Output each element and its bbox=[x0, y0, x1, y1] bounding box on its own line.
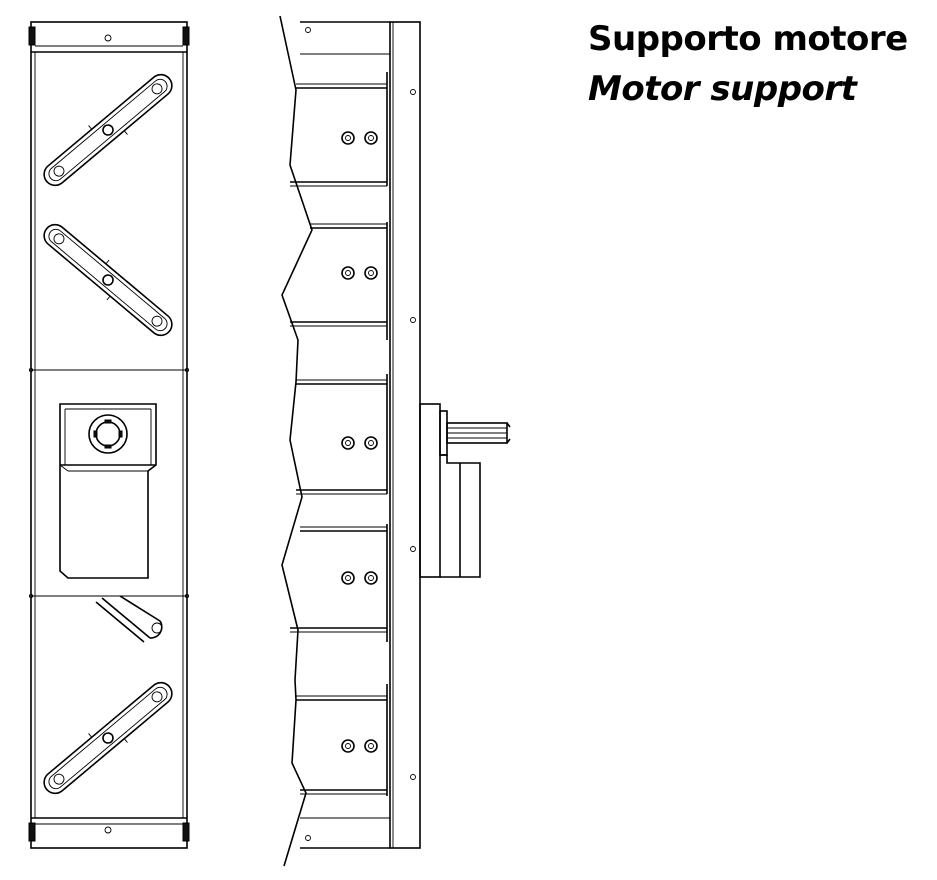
bracket-3-partial bbox=[95, 595, 163, 643]
motor-support-front bbox=[59, 403, 157, 579]
front-view bbox=[28, 21, 190, 849]
bracket-1 bbox=[43, 73, 173, 187]
zigzag-profile bbox=[279, 15, 313, 867]
side-rail bbox=[300, 21, 421, 849]
title-italian: Supporto motore bbox=[588, 19, 908, 59]
fin-section-5 bbox=[296, 684, 388, 796]
bracket-4 bbox=[43, 681, 173, 795]
bottom-end-cap bbox=[28, 817, 190, 842]
fin-section-3 bbox=[296, 374, 388, 495]
front-panel-outline bbox=[30, 21, 188, 849]
fin-section-1 bbox=[290, 72, 388, 187]
side-view bbox=[279, 15, 511, 867]
fin-section-2 bbox=[290, 222, 388, 340]
motor-support-side bbox=[419, 403, 511, 578]
bracket-2 bbox=[43, 223, 173, 337]
title-english: Motor support bbox=[588, 69, 857, 109]
fin-section-4 bbox=[290, 524, 388, 642]
top-end-cap bbox=[28, 26, 190, 53]
